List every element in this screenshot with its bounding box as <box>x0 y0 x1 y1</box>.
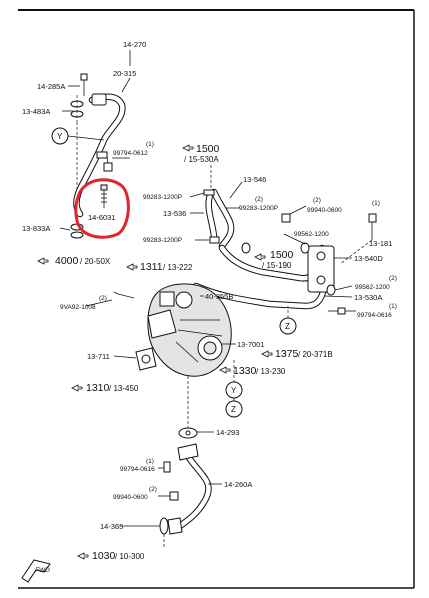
ref-4000-main: 4000 <box>55 255 79 267</box>
book-arrow-icon <box>261 350 273 358</box>
label-14-293: 14-293 <box>216 428 239 437</box>
ref-1030-sub: / 10-300 <box>115 552 145 561</box>
book-arrow-icon <box>77 552 89 560</box>
label-14-285A: 14-285A <box>37 82 65 91</box>
label-99940-0600-b-qty: (2) <box>149 486 157 493</box>
label-20-315: 20-315 <box>113 69 136 78</box>
label-99283-1200P-b-qty: (2) <box>255 196 263 203</box>
label-13-530A: 13-530A <box>354 293 382 302</box>
label-99794-0616-a-qty: (1) <box>389 303 397 310</box>
book-arrow-icon <box>254 253 266 261</box>
nut-part-lower <box>169 491 179 501</box>
label-9VA92-1008: 9VA92-1008 <box>60 304 96 311</box>
ref-1330-sub: / 13-230 <box>256 367 286 376</box>
ref-1500b-main: 1500 <box>270 249 294 261</box>
pipe-clamp-part <box>96 151 108 159</box>
label-99940-0600-a: 99940-0600 <box>307 207 342 214</box>
label-40-355B: 40-355B <box>205 292 233 301</box>
ref-1500b-sub: / 15-190 <box>262 261 292 270</box>
label-99794-0616-a: 99794-0616 <box>357 312 392 319</box>
label-99794-0616-b: 99794-0616 <box>120 466 155 473</box>
book-arrow-icon <box>71 384 83 392</box>
label-13-181: 13-181 <box>369 239 392 248</box>
label-99940-0600-a-qty2: (1) <box>372 200 380 207</box>
label-99562-1200-a: 99562-1200 <box>294 231 329 238</box>
label-99283-1200P-a: 99283-1200P <box>143 194 182 201</box>
fwd-arrow-icon: FWD <box>21 559 51 583</box>
label-14-365: 14-365 <box>100 522 123 531</box>
book-arrow-icon <box>182 144 194 152</box>
label-14-270: 14-270 <box>123 40 146 49</box>
nut-part <box>281 213 291 223</box>
label-9VA92-1008-qty: (2) <box>99 295 107 302</box>
label-99794-0612-qty: (1) <box>146 141 154 148</box>
label-14-260A: 14-260A <box>224 480 252 489</box>
label-13-711: 13-711 <box>87 352 110 361</box>
label-99794-0612: 99794-0612 <box>113 150 148 157</box>
bolt-part-right <box>337 307 346 315</box>
bolt-part-lower <box>163 461 171 473</box>
label-99940-0600-b: 99940-0600 <box>113 494 148 501</box>
ref-1310-sub: / 13-450 <box>109 384 139 393</box>
label-13-540D: 13-540D <box>354 254 383 263</box>
ref-1330-main: 1330 <box>233 365 257 377</box>
label-99562-1200-b-qty: (2) <box>389 275 397 282</box>
exhaust-flange <box>147 309 177 339</box>
callout-z-lower-label: Z <box>231 405 236 414</box>
ref-1310-main: 1310 <box>86 382 110 394</box>
book-arrow-icon <box>126 263 138 271</box>
callout-y-top-label: Y <box>57 132 63 141</box>
ref-1500-sub: / 15-530A <box>184 155 219 164</box>
label-99283-1200P-b: 99283-1200P <box>239 205 278 212</box>
return-flange-gasket <box>159 517 169 535</box>
pipe-bracket-part <box>307 245 335 293</box>
book-arrow-icon <box>37 257 49 265</box>
label-13-7001: 13-7001 <box>237 340 265 349</box>
callout-z-lower <box>225 400 243 418</box>
label-13-546: 13-546 <box>243 175 266 184</box>
label-13-833A: 13-833A <box>22 224 50 233</box>
label-99940-0600-a-qty: (2) <box>313 197 321 204</box>
highlight-circle <box>74 178 130 239</box>
ref-4000-sub: / 20-50X <box>80 257 111 266</box>
ref-1311-sub: / 13-222 <box>163 263 193 272</box>
label-99562-1200-b: 99562-1200 <box>355 284 390 291</box>
banjo-bolt-part <box>80 73 88 81</box>
label-99794-0616-b-qty: (1) <box>146 458 154 465</box>
ref-1030-main: 1030 <box>92 550 116 562</box>
fwd-label: FWD <box>35 567 50 574</box>
sensor-bolt-part <box>368 213 377 223</box>
ref-1500-main: 1500 <box>196 143 220 155</box>
label-99283-1200P-c: 99283-1200P <box>143 237 182 244</box>
ref-1375-sub: / 20-371B <box>298 350 333 359</box>
label-13-483A: 13-483A <box>22 107 50 116</box>
ref-1375-main: 1375 <box>275 348 299 360</box>
highlighted-bolt-part <box>100 184 108 191</box>
label-14-6031: 14-6031 <box>88 213 116 222</box>
callout-y-lower-label: Y <box>231 386 237 395</box>
label-13-536: 13-536 <box>163 209 186 218</box>
book-arrow-icon <box>219 366 231 374</box>
callout-z-right-label: Z <box>285 322 290 331</box>
ref-1311-main: 1311 <box>140 261 163 273</box>
